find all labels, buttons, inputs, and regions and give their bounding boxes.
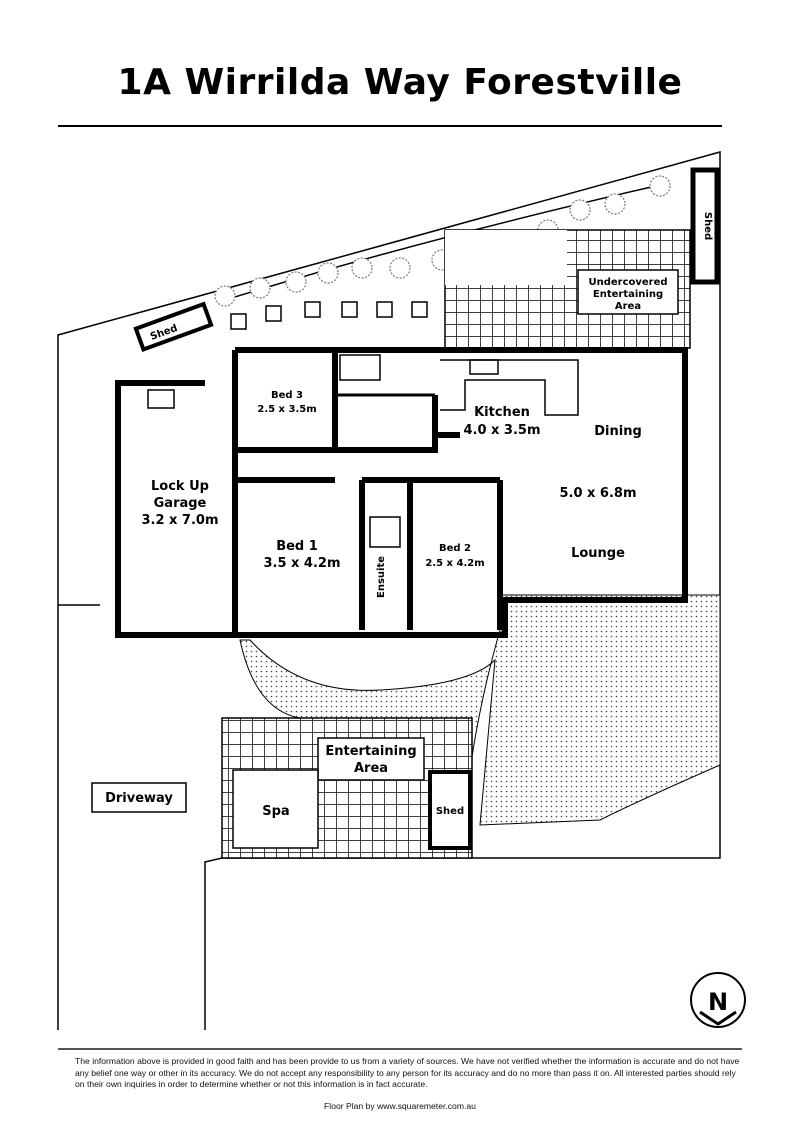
- bed3-label: Bed 3: [271, 390, 303, 401]
- garage-size: 3.2 x 7.0m: [141, 513, 218, 528]
- page-title: 1A Wirrilda Way Forestville: [117, 62, 683, 103]
- shed-top-right-label: Shed: [702, 212, 713, 240]
- garage-label-2: Garage: [154, 496, 207, 511]
- bed2-size: 2.5 x 4.2m: [425, 558, 484, 569]
- undercovered-label-2: Entertaining: [593, 289, 663, 300]
- credit-text: Floor Plan by www.squaremeter.com.au: [324, 1101, 476, 1111]
- undercovered-label-3: Area: [615, 301, 641, 312]
- dining-label: Dining: [594, 424, 642, 439]
- kitchen-size: 4.0 x 3.5m: [463, 423, 540, 438]
- kitchen-bench: [147, 354, 579, 548]
- spa-label: Spa: [262, 804, 289, 819]
- bed1-size: 3.5 x 4.2m: [263, 556, 340, 571]
- compass-letter: N: [708, 988, 728, 1016]
- driveway-label: Driveway: [105, 791, 173, 806]
- entertaining-label-2: Area: [354, 761, 388, 776]
- disclaimer-text: The information above is provided in goo…: [75, 1056, 740, 1089]
- footer-divider: [58, 1048, 742, 1050]
- planter-boxes: [230, 301, 428, 330]
- shed-top-left: Shed: [133, 301, 214, 352]
- shed-bottom-label: Shed: [436, 806, 464, 817]
- property-boundary: [57, 151, 721, 1030]
- shed-bottom: [428, 770, 472, 850]
- living-size: 5.0 x 6.8m: [559, 486, 636, 501]
- bed3-size: 2.5 x 3.5m: [257, 404, 316, 415]
- garage-label-1: Lock Up: [151, 479, 209, 494]
- title-divider: [58, 125, 722, 127]
- entertaining-label-box: [317, 737, 425, 781]
- spa: [232, 769, 319, 849]
- lounge-label: Lounge: [571, 546, 625, 561]
- bed2-label: Bed 2: [439, 543, 471, 554]
- entertaining-label-1: Entertaining: [325, 744, 416, 759]
- kitchen-label: Kitchen: [474, 405, 530, 420]
- ensuite-label: Ensuite: [376, 556, 387, 598]
- house-walls: [115, 347, 688, 638]
- bed1-label: Bed 1: [276, 539, 318, 554]
- north-compass-icon: N: [690, 972, 746, 1028]
- shed-top-right: [690, 167, 720, 285]
- undercovered-label-1: Undercovered: [588, 277, 667, 288]
- driveway-label-box: [91, 782, 187, 813]
- undercovered-label-box: [577, 269, 679, 315]
